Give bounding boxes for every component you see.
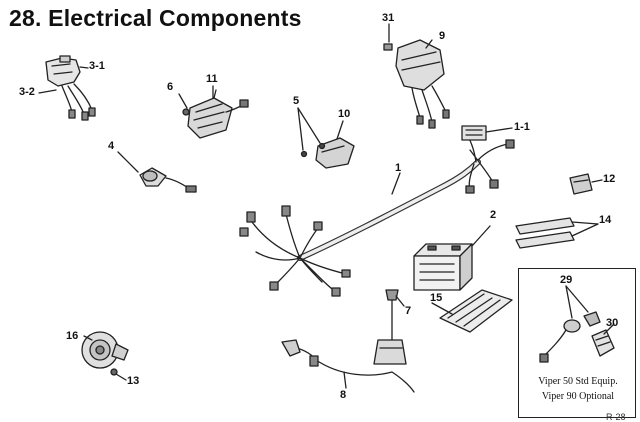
- foam-strips-part: [515, 217, 575, 249]
- leader-16: [83, 335, 93, 341]
- leader-3-2: [38, 89, 57, 94]
- horn-part: [81, 331, 129, 376]
- leader-1: [391, 172, 401, 195]
- callout-9: 9: [439, 30, 446, 42]
- leader-5b: [297, 107, 321, 144]
- callout-3-2: 3-2: [19, 86, 35, 98]
- leader-8: [343, 371, 347, 389]
- leader-12: [591, 179, 603, 183]
- leader-3-1: [79, 66, 89, 69]
- callout-29: 29: [560, 274, 573, 286]
- leader-15: [431, 302, 453, 315]
- page-reference: R-28: [606, 412, 626, 422]
- diagram-title: 28. Electrical Components: [9, 5, 302, 31]
- callout-12: 12: [603, 173, 616, 185]
- leader-6: [178, 93, 188, 109]
- leader-29a: [565, 285, 573, 319]
- inset-caption-line2: Viper 90 Optional: [541, 391, 615, 402]
- leader-30: [603, 323, 615, 335]
- callout-8: 8: [340, 389, 347, 401]
- handlebar-switch-part: [45, 55, 96, 121]
- leader-1-1: [485, 127, 513, 133]
- callout-13: 13: [127, 375, 140, 387]
- leader-14a: [571, 221, 599, 225]
- callout-5: 5: [293, 95, 300, 107]
- relay-part: [300, 137, 355, 169]
- leader-9: [425, 39, 433, 49]
- callout-2: 2: [490, 209, 497, 221]
- leader-29b: [565, 285, 589, 313]
- callout-15: 15: [430, 292, 443, 304]
- leader-2: [471, 225, 491, 247]
- key-switch-inset-part: [539, 311, 615, 363]
- callout-16: 16: [66, 330, 79, 342]
- callout-7: 7: [405, 305, 412, 317]
- callout-3-1: 3-1: [89, 60, 105, 72]
- inset-caption-line1: Viper 50 Std Equip.: [538, 376, 618, 387]
- callout-30: 30: [606, 317, 619, 329]
- leader-5a: [297, 107, 304, 151]
- leader-4: [117, 151, 139, 173]
- inset-box: [518, 268, 636, 418]
- callout-4: 4: [108, 140, 115, 152]
- leader-7: [395, 295, 405, 307]
- wire-harness-part: [239, 125, 515, 297]
- battery-part: [413, 243, 473, 291]
- callout-14: 14: [599, 214, 612, 226]
- callout-31: 31: [382, 12, 395, 24]
- callout-1-1: 1-1: [514, 121, 530, 133]
- leader-13: [115, 373, 127, 381]
- callout-6: 6: [167, 81, 174, 93]
- leader-14b: [571, 223, 599, 237]
- callout-10: 10: [338, 108, 351, 120]
- callout-11: 11: [206, 73, 218, 85]
- rubber-mat-part: [439, 289, 513, 333]
- switch-block-part: [383, 39, 450, 129]
- ignition-switch-part: [139, 167, 197, 193]
- regulator-part: [182, 89, 249, 139]
- leader-10: [336, 120, 344, 140]
- callout-1: 1: [395, 162, 402, 174]
- ignition-coil-part: [281, 289, 415, 393]
- connector-part: [569, 173, 593, 195]
